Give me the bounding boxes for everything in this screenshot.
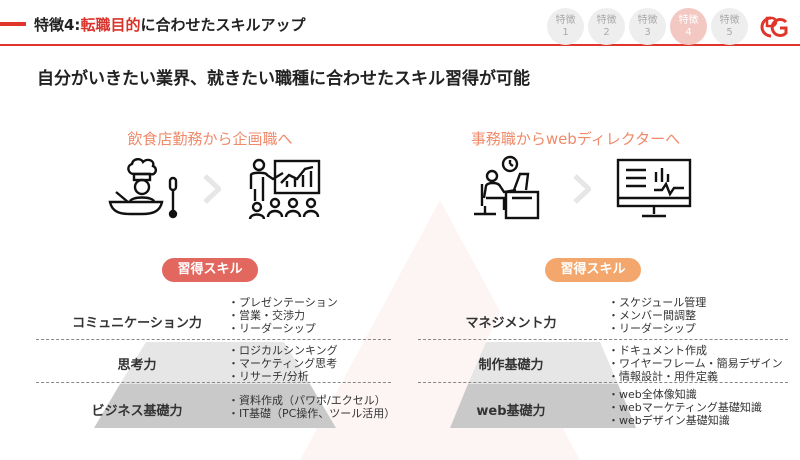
list-item: ・情報設計・用件定義 <box>608 370 718 383</box>
list-item: ・ロジカルシンキング <box>228 344 338 357</box>
right-skill-pyramid <box>450 304 636 428</box>
list-item: ・リサーチ/分析 <box>228 370 309 383</box>
chevron-right-icon <box>203 174 221 204</box>
list-item: ・webデザイン基礎知識 <box>608 414 730 427</box>
right-divider-1 <box>418 339 788 340</box>
chef-icon <box>108 158 178 219</box>
brand-logo <box>760 16 788 38</box>
left-skill-items-1: ・プレゼンテーション ・営業・交渉力 ・リーダーシップ <box>228 296 338 335</box>
left-skill-label-1: コミュニケーション力 <box>72 316 202 331</box>
list-item: ・マーケティング思考 <box>228 357 338 370</box>
right-column-title: 事務職からwebディレクターへ <box>470 130 681 148</box>
left-divider-2 <box>36 382 391 383</box>
list-item: ・スケジュール管理 <box>608 296 707 309</box>
list-item: ・プレゼンテーション <box>228 296 338 309</box>
office-worker-icon <box>474 155 540 220</box>
right-skill-items-3: ・web全体像知識 ・webマーケティング基礎知識 ・webデザイン基礎知識 <box>608 388 762 427</box>
page-title: 特徴4:転職目的に合わせたスキルアップ <box>34 16 306 34</box>
left-divider-1 <box>36 339 391 340</box>
right-divider-2 <box>418 382 788 383</box>
right-skill-label-2: 制作基礎力 <box>478 358 544 373</box>
list-item: ・資料作成（パワポ/エクセル） <box>228 394 386 407</box>
list-item: ・ドキュメント作成 <box>608 344 707 357</box>
left-skills-badge: 習得スキル <box>162 258 258 282</box>
presentation-icon <box>248 158 321 220</box>
right-skill-items-2: ・ドキュメント作成 ・ワイヤーフレーム・簡易デザイン ・情報設計・用件定義 <box>608 344 783 383</box>
list-item: ・メンバー間調整 <box>608 309 696 322</box>
list-item: ・webマーケティング基礎知識 <box>608 401 762 414</box>
left-skill-items-3: ・資料作成（パワポ/エクセル） ・IT基礎（PC操作、ツール活用） <box>228 394 395 420</box>
list-item: ・リーダーシップ <box>608 322 696 335</box>
left-skill-label-3: ビジネス基礎力 <box>91 404 183 419</box>
right-skill-label-1: マネジメント力 <box>465 316 557 331</box>
right-skills-badge: 習得スキル <box>545 258 641 282</box>
right-skill-label-3: web基礎力 <box>476 404 546 419</box>
header-divider <box>0 44 800 46</box>
list-item: ・営業・交渉力 <box>228 309 305 322</box>
list-item: ・リーダーシップ <box>228 322 316 335</box>
chevron-right-icon <box>573 174 591 204</box>
right-skill-items-1: ・スケジュール管理 ・メンバー間調整 ・リーダーシップ <box>608 296 706 335</box>
list-item: ・IT基礎（PC操作、ツール活用） <box>228 407 396 420</box>
list-item: ・web全体像知識 <box>608 388 697 401</box>
monitor-dashboard-icon <box>616 158 692 218</box>
left-skill-pyramid <box>94 304 336 428</box>
header-accent-bar <box>0 22 26 26</box>
left-column-title: 飲食店勤務から企画職へ <box>127 130 293 148</box>
list-item: ・ワイヤーフレーム・簡易デザイン <box>608 357 783 370</box>
left-skill-items-2: ・ロジカルシンキング ・マーケティング思考 ・リサーチ/分析 <box>228 344 338 383</box>
lead-text: 自分がいきたい業界、就きたい職種に合わせたスキル習得が可能 <box>37 69 530 89</box>
left-skill-label-2: 思考力 <box>117 358 157 373</box>
